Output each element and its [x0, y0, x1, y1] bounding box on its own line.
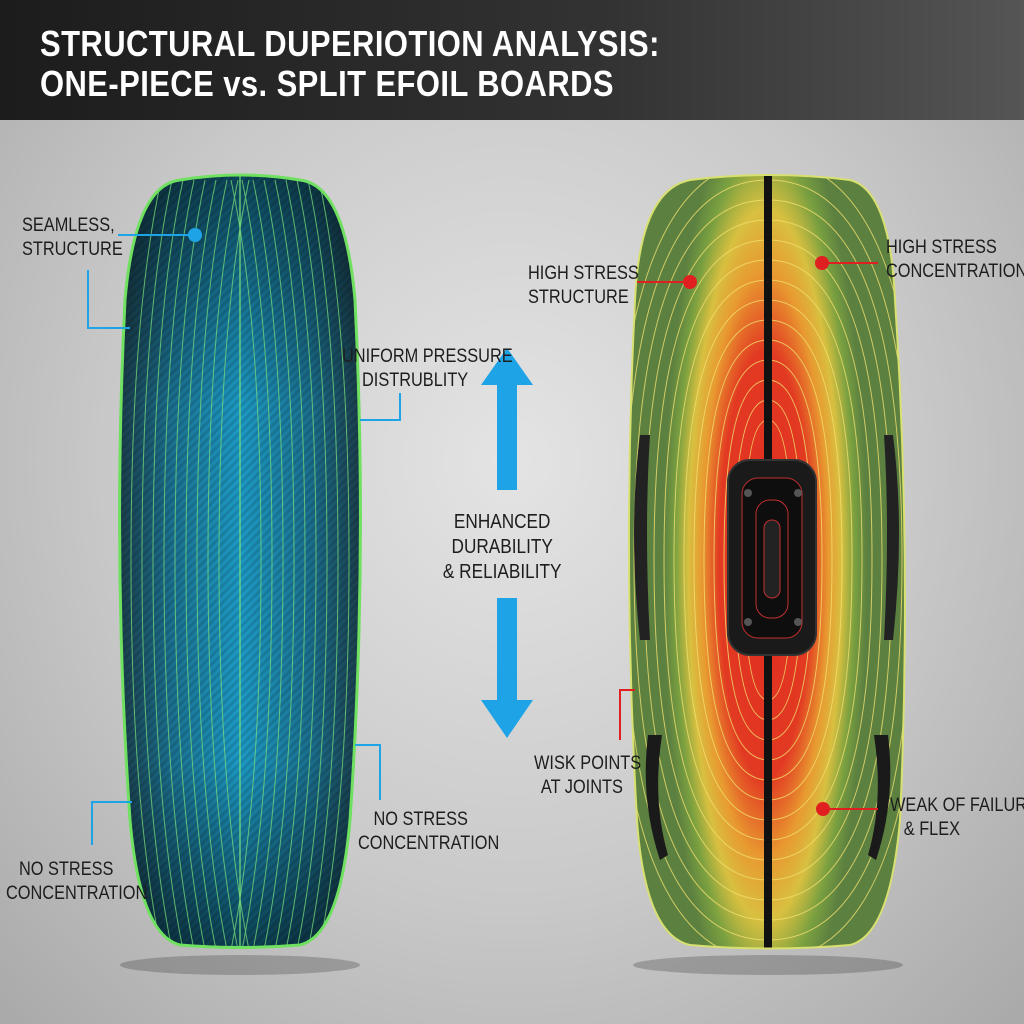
left-leader-lines: [87, 234, 401, 845]
contour-line: [263, 179, 295, 948]
failure-marker-icon: [816, 802, 830, 816]
stress-marker-icon: [815, 256, 829, 270]
label-wisk-points: WISK POINTS AT JOINTS: [534, 753, 642, 798]
contour-line: [141, 179, 173, 948]
label-seamless-structure: SEAMLESS, STRUCTURE: [22, 215, 123, 260]
header-banner: STRUCTURAL DUPERIOTION ANALYSIS: ONE-PIE…: [0, 0, 1024, 120]
right-leader-lines: [619, 262, 878, 810]
contour-line: [185, 179, 217, 948]
mast-mount-icon: [727, 459, 817, 656]
split-board: [627, 174, 906, 975]
label-uniform-pressure: UNIFORM PRESSURE DISTRUBLITY: [342, 346, 513, 391]
contour-line: [130, 179, 162, 948]
contour-line: [207, 179, 239, 948]
contour-line: [218, 179, 250, 948]
contour-line: [274, 179, 306, 948]
label-weak-of-failure: WEAK OF FAILURE & FLEX: [890, 795, 1024, 840]
one-piece-board: [118, 173, 362, 975]
contour-line: [252, 179, 284, 948]
stress-marker-icon: [683, 275, 697, 289]
label-no-stress-left: NO STRESS CONCENTRATION: [6, 859, 148, 904]
arrow-up-icon: [481, 348, 533, 490]
label-enhanced-durability: ENHANCED DURABILITY & RELIABILITY: [442, 511, 562, 583]
label-high-stress-concentration: HIGH STRESS CONCENTRATION: [886, 237, 1024, 282]
arrow-down-icon: [481, 598, 533, 738]
contour-line: [285, 179, 317, 948]
seamless-marker-icon: [188, 228, 202, 242]
label-high-stress-structure: HIGH STRESS STRUCTURE: [528, 263, 639, 308]
contour-line: [296, 179, 328, 948]
contour-line: [307, 179, 339, 948]
contour-line: [163, 179, 195, 948]
page-title: STRUCTURAL DUPERIOTION ANALYSIS: ONE-PIE…: [40, 23, 660, 104]
contour-line: [230, 179, 262, 948]
contour-line: [174, 179, 206, 948]
contour-line: [318, 179, 350, 948]
contour-line: [152, 179, 184, 948]
contour-line: [241, 179, 273, 948]
contour-line: [196, 179, 228, 948]
label-no-stress-right: NO STRESS CONCENTRATION: [358, 809, 500, 854]
